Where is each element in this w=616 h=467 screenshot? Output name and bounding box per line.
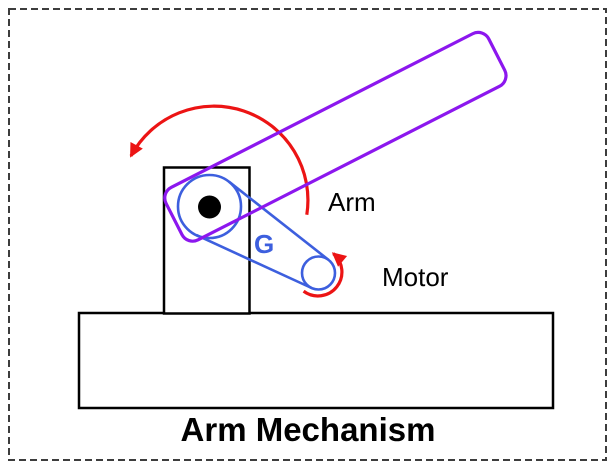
arm-rotation-arrow <box>129 104 310 215</box>
motor-label: Motor <box>382 262 449 292</box>
dashed-frame-border <box>8 8 607 461</box>
arm-pulley-circle <box>176 173 243 240</box>
base-block <box>77 311 555 410</box>
motor-pulley-circle <box>300 255 337 291</box>
arm-outline <box>163 30 508 243</box>
gear-ratio-label: G <box>254 229 275 259</box>
belt-lower-line <box>195 233 313 290</box>
pivot-dot <box>198 195 221 219</box>
motor-rotation-arrow <box>302 252 348 298</box>
diagram-title: Arm Mechanism <box>180 411 436 448</box>
arm-label: Arm <box>328 187 376 217</box>
belt-upper-line <box>228 180 330 262</box>
belt-drive-group <box>176 173 337 291</box>
